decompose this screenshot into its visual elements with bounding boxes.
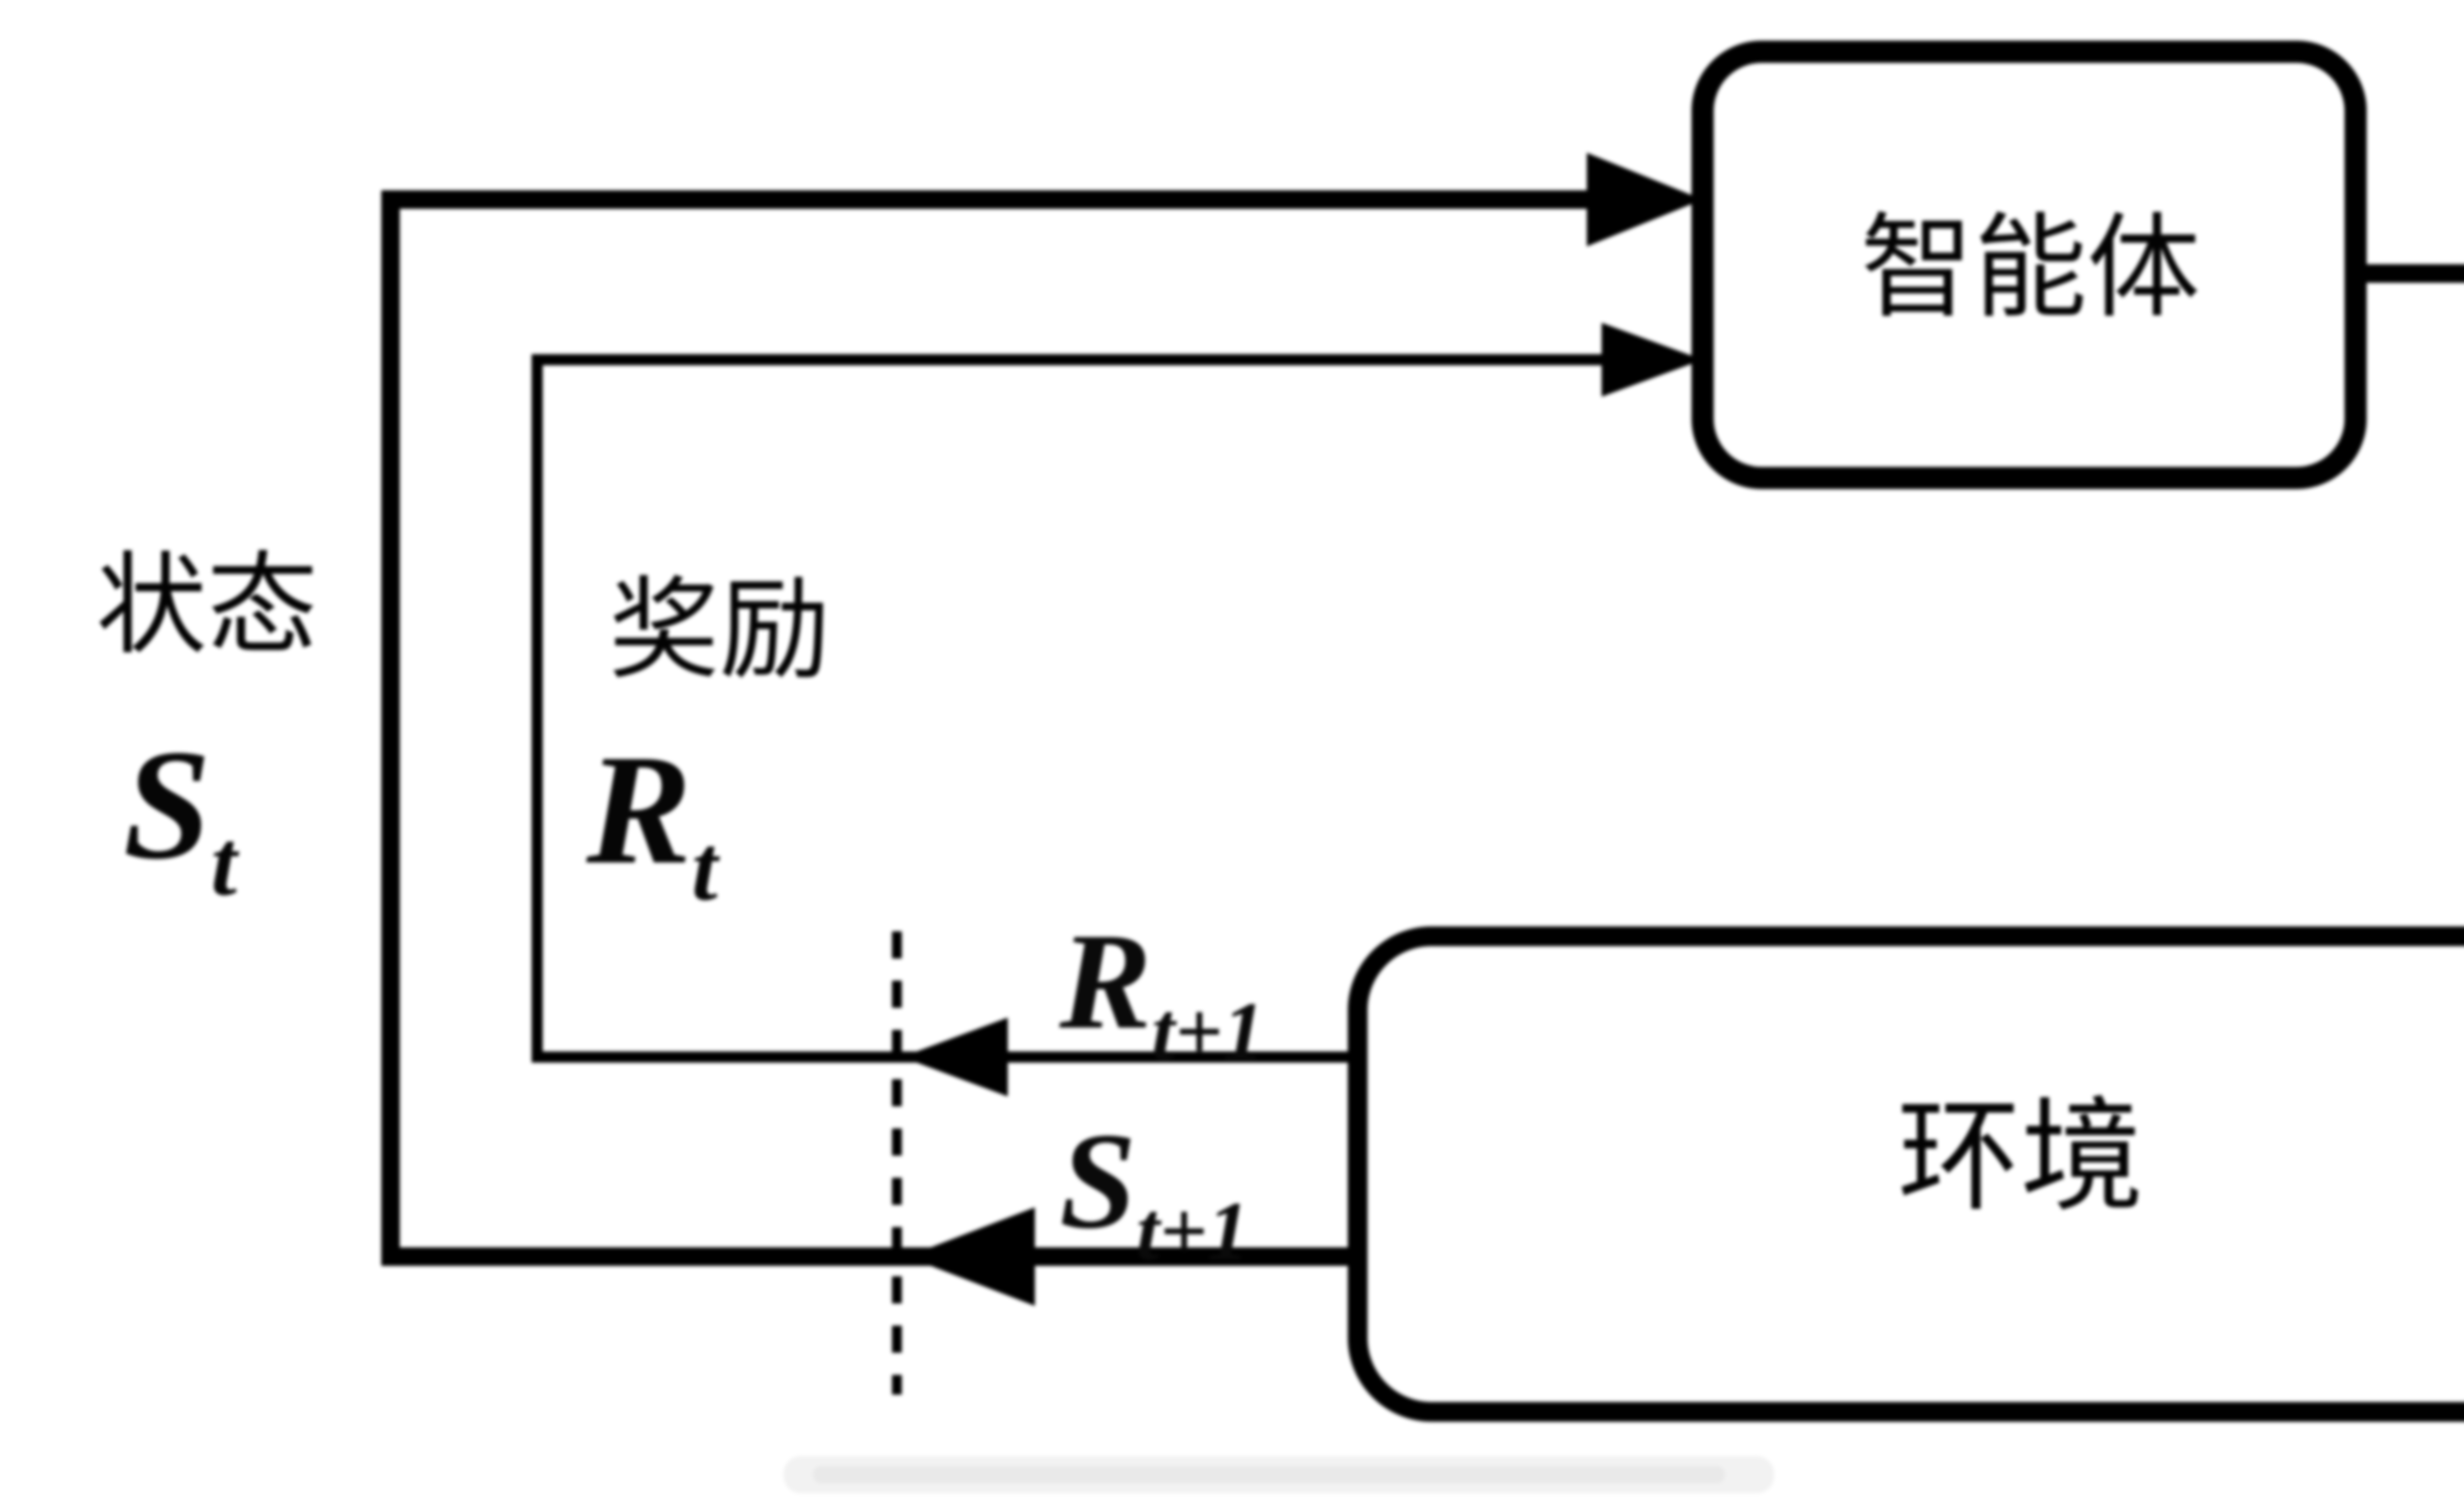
reward-symbol-sub: t <box>691 817 720 920</box>
agent-box-label: 智能体 <box>1860 206 2200 332</box>
reward-next-label: Rt+1 <box>1058 904 1265 1078</box>
environment-box-label: 环境 <box>1897 1090 2144 1227</box>
faint-scan-artifact <box>784 1456 1774 1493</box>
reward-symbol: Rt <box>584 722 720 920</box>
state-next-arrowhead <box>907 1207 1035 1306</box>
faint-scan-artifact-inner <box>813 1466 1725 1483</box>
state-symbol: St <box>123 717 240 915</box>
state-loop-line <box>381 190 1589 1266</box>
reward-next-arrowhead <box>902 1018 1008 1096</box>
reward-next-main: R <box>1058 904 1152 1058</box>
environment-box <box>1348 926 2464 1422</box>
reward-symbol-main: R <box>584 722 691 897</box>
state-next-label: St+1 <box>1060 1104 1249 1277</box>
state-next-main: S <box>1060 1104 1136 1257</box>
reward-into-agent-arrowhead <box>1602 323 1703 397</box>
reward-next-sub: t+1 <box>1152 985 1265 1078</box>
state-symbol-main: S <box>123 717 211 892</box>
state-into-agent-arrowhead <box>1587 153 1703 246</box>
state-next-sub: t+1 <box>1136 1185 1249 1277</box>
state-caption: 状态 <box>96 545 318 668</box>
agent-box <box>1691 40 2367 489</box>
reward-caption: 奖励 <box>609 569 830 692</box>
state-symbol-sub: t <box>211 812 240 915</box>
